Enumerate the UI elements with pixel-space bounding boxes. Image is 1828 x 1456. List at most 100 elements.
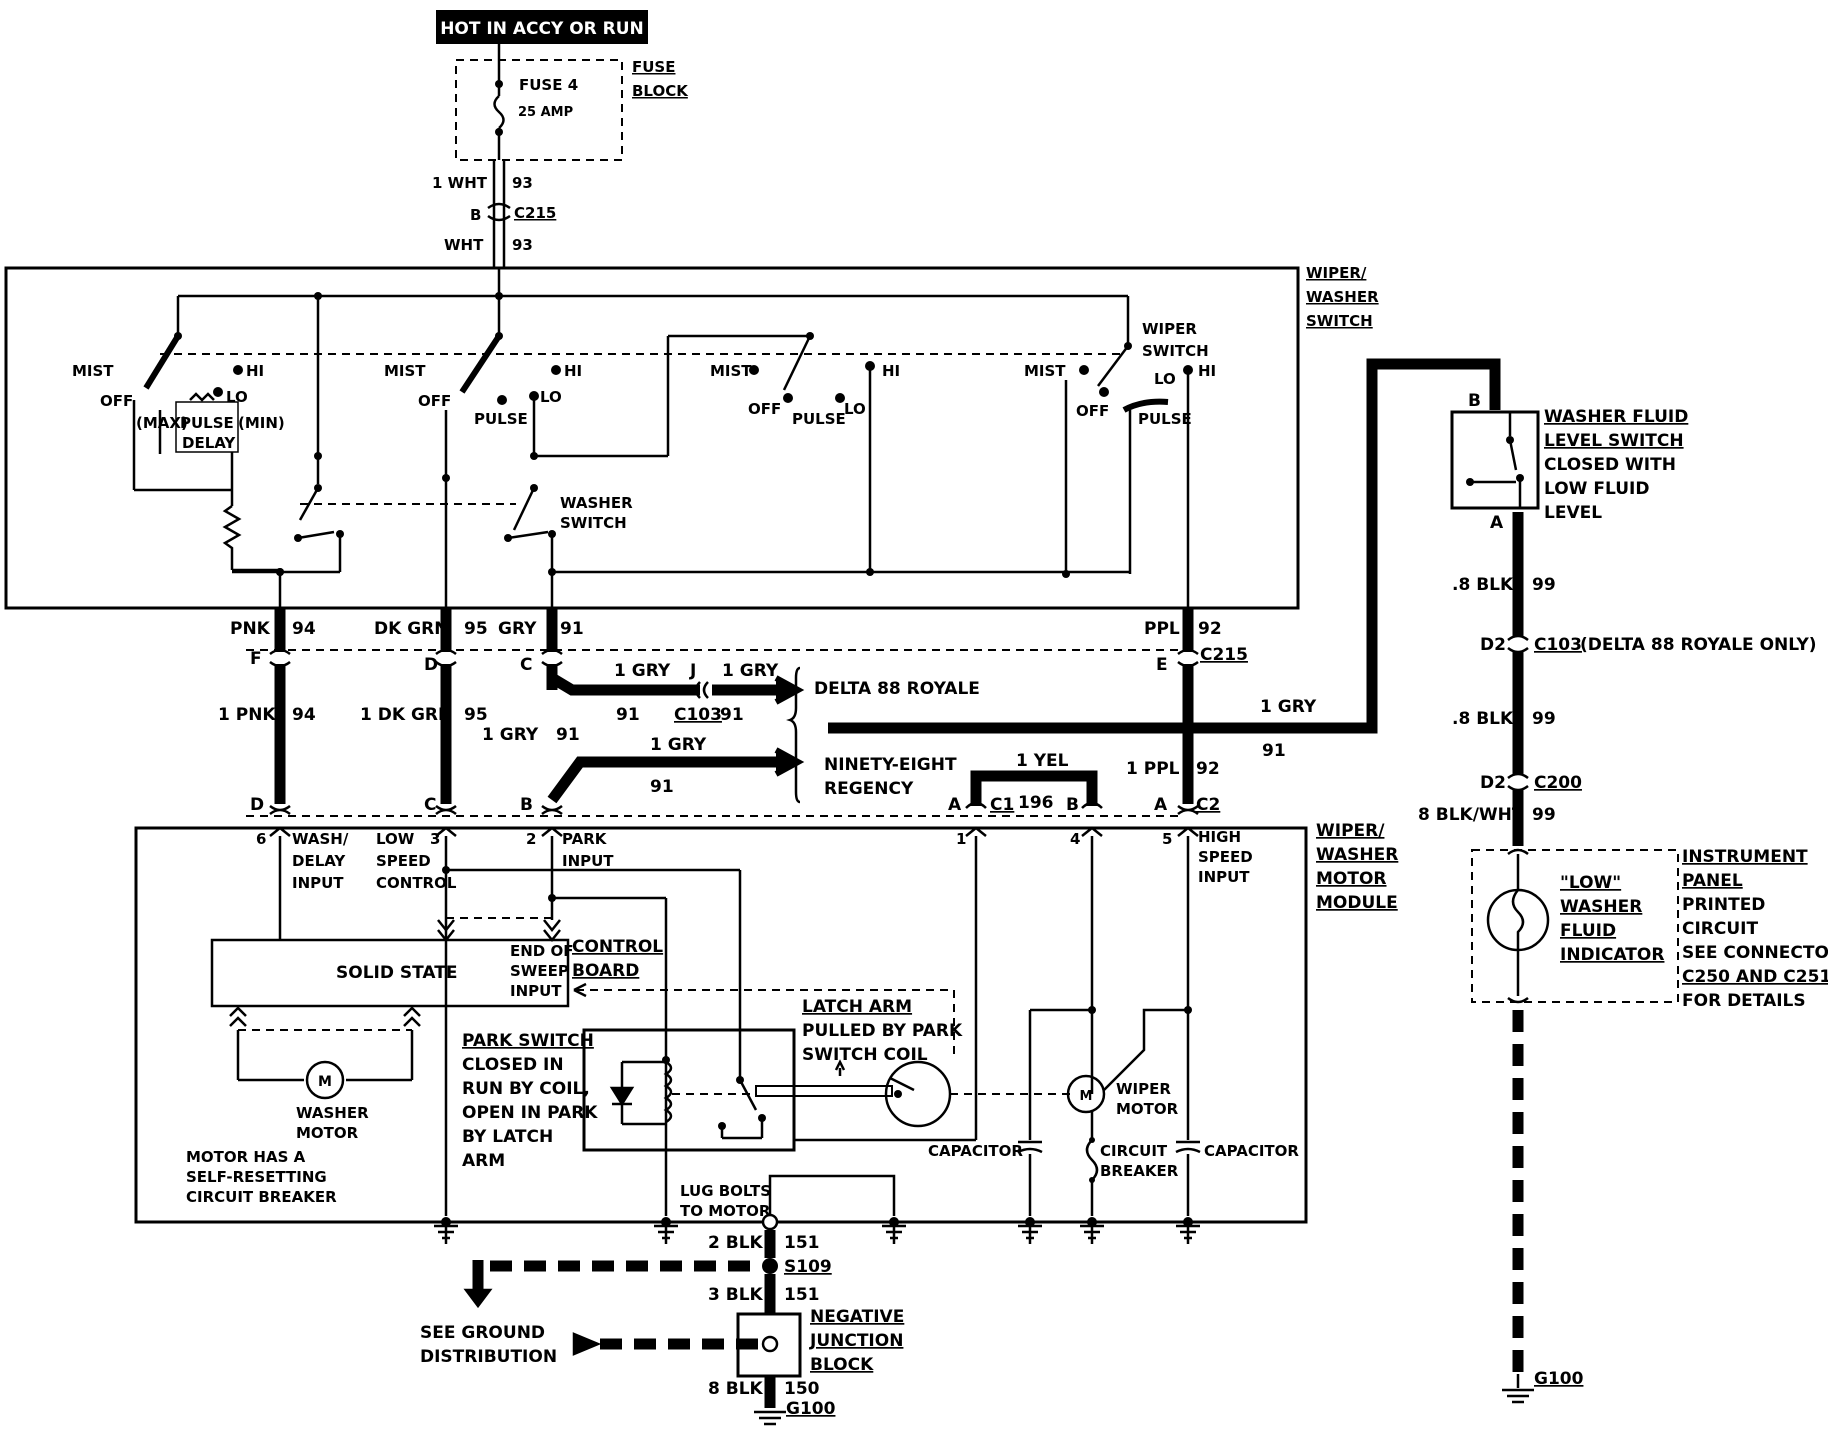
fluid-switch-box — [1450, 410, 1540, 510]
latch-arm-2: PULLED BY PARK — [802, 1021, 963, 1041]
neg-junction-2: JUNCTION — [809, 1331, 903, 1351]
breaker-label-2: BREAKER — [1100, 1162, 1179, 1180]
wire-91-regency: 91 — [650, 777, 674, 797]
capacitor-left: CAPACITOR — [928, 1142, 1023, 1160]
bottom-pin-c: C — [424, 795, 436, 815]
pin5-label-1: HIGH — [1198, 828, 1241, 846]
see-ground-2: DISTRIBUTION — [420, 1347, 557, 1367]
wire-1yel: 1 YEL — [1016, 751, 1069, 771]
low-label-2: WASHER — [1560, 897, 1642, 917]
sec1-mist: MIST — [72, 362, 114, 380]
wiper-motor-symbol: M — [1080, 1089, 1093, 1104]
module-title-3: MOTOR — [1316, 869, 1387, 889]
fluid-pin-b: B — [1468, 391, 1481, 411]
wire-91-c103-left: 91 — [616, 705, 640, 725]
see-ground-1: SEE GROUND — [420, 1323, 545, 1343]
g100-bottom: G100 — [786, 1399, 836, 1419]
sec2-lo: LO — [540, 388, 562, 406]
wire-1gry-regency: 1 GRY — [650, 735, 707, 755]
wiper-switch-box — [4, 266, 1300, 610]
c103-connector — [694, 681, 709, 699]
power-feed: HOT IN ACCY OR RUN FUSE 4 25 AMP FUSE BL… — [432, 10, 689, 268]
pin6-label-2: DELAY — [292, 852, 346, 870]
wire-95-mid: 95 — [464, 705, 488, 725]
c215-pin-b: B — [470, 206, 481, 224]
c2-pin-a: A — [1154, 795, 1168, 815]
control-board-1: CONTROL — [572, 937, 663, 957]
sec4-mist: MIST — [1024, 362, 1066, 380]
wire-wht: WHT — [444, 236, 484, 254]
module-title-4: MODULE — [1316, 893, 1398, 913]
fuse-block-label-2: BLOCK — [632, 82, 689, 100]
fluid-99-mid: 99 — [1532, 709, 1556, 729]
fluid-99-top: 99 — [1532, 575, 1556, 595]
control-board-2: BOARD — [572, 961, 639, 981]
sec4-pulse: PULSE — [1138, 410, 1192, 428]
wire-151-b: 151 — [784, 1285, 820, 1305]
ninety-eight-1: NINETY-EIGHT — [824, 755, 957, 775]
fluid-desc-3: LEVEL — [1544, 503, 1602, 523]
wiper-motor-label-2: MOTOR — [1116, 1100, 1179, 1118]
fluid-title-1: WASHER FLUID — [1544, 407, 1688, 427]
solid-state-control-board — [210, 938, 570, 1008]
washer-switch-label-1: WASHER — [560, 494, 633, 512]
capacitor-left-icon — [1017, 1140, 1043, 1154]
wire-ppl-top: PPL — [1144, 619, 1180, 639]
park-switch-6: ARM — [462, 1151, 505, 1171]
pin2-label-1: PARK — [562, 830, 608, 848]
end-sweep-2: SWEEP — [510, 962, 569, 980]
ip-label-2: PANEL — [1682, 871, 1743, 891]
c215-name: C215 — [514, 204, 556, 222]
motor-module: WIPER/ WASHER MOTOR MODULE 6 WASH/ DELAY… — [134, 821, 1398, 1244]
c215-label-2: C215 — [1200, 645, 1248, 665]
wiper-switch-label-1: WIPER — [1142, 320, 1197, 338]
sec1-min: (MIN) — [238, 414, 285, 432]
fluid-c103-note: (DELTA 88 ROYALE ONLY) — [1580, 635, 1817, 655]
park-switch-box — [582, 1028, 796, 1152]
wiper-washer-switch: WIPER/ WASHER SWITCH MIST HI OFF LO (MAX — [4, 264, 1379, 610]
resistor — [222, 504, 242, 570]
sec1-hi: HI — [246, 362, 264, 380]
motor-module-box — [134, 826, 1308, 1224]
ground-triangle-left-icon — [463, 1288, 493, 1309]
park-switch-4: OPEN IN PARK — [462, 1103, 598, 1123]
sec1-off: OFF — [100, 392, 133, 410]
c2-name: C2 — [1196, 795, 1220, 815]
pin-1: 1 — [956, 830, 966, 848]
ip-label-7: FOR DETAILS — [1682, 991, 1806, 1011]
sec3-mist: MIST — [710, 362, 752, 380]
sec2-hi: HI — [564, 362, 582, 380]
fluid-blk-top: .8 BLK — [1452, 575, 1514, 595]
c215-pin-c: C — [520, 655, 532, 675]
park-switch-3: RUN BY COIL, — [462, 1079, 590, 1099]
wire-3blk: 3 BLK — [708, 1285, 764, 1305]
washer-motor-label-2: MOTOR — [296, 1124, 359, 1142]
sec3-hi: HI — [882, 362, 900, 380]
wire-94-top: 94 — [292, 619, 316, 639]
module-title-1: WIPER/ — [1316, 821, 1385, 841]
switch-section-4: WIPER SWITCH MIST HI LO OFF PULSE — [1024, 320, 1216, 608]
wiper-switch-title-2: WASHER — [1306, 288, 1379, 306]
fluid-c103-pin: D2 — [1480, 635, 1506, 655]
ninety-eight-2: REGENCY — [824, 779, 914, 799]
fluid-99-bottom: 99 — [1532, 805, 1556, 825]
bottom-pin-b: B — [520, 795, 533, 815]
wire-91-mid: 91 — [556, 725, 580, 745]
pin-6: 6 — [256, 830, 266, 848]
ip-label-5: SEE CONNECTORS — [1682, 943, 1828, 963]
fluid-desc-2: LOW FLUID — [1544, 479, 1649, 499]
sec3-lo: LO — [844, 400, 866, 418]
pin2-label-2: INPUT — [562, 852, 614, 870]
c1-pin-a: A — [948, 795, 962, 815]
pin3-label-3: CONTROL — [376, 874, 457, 892]
pin3-label-1: LOW — [376, 830, 415, 848]
wire-8blk: 8 BLK — [708, 1379, 764, 1399]
wire-1wht: 1 WHT — [432, 174, 488, 192]
fuse-name: FUSE 4 — [519, 76, 578, 94]
g100-right-ground-icon — [1502, 1388, 1534, 1404]
wiper-switch-label-2: SWITCH — [1142, 342, 1209, 360]
sec1-lo: LO — [226, 388, 248, 406]
switch-section-1: MIST HI OFF LO (MAX) PULSE (MIN) DELAY — [72, 332, 516, 576]
pin5-label-3: INPUT — [1198, 868, 1250, 886]
c215-pin-e: E — [1156, 655, 1168, 675]
